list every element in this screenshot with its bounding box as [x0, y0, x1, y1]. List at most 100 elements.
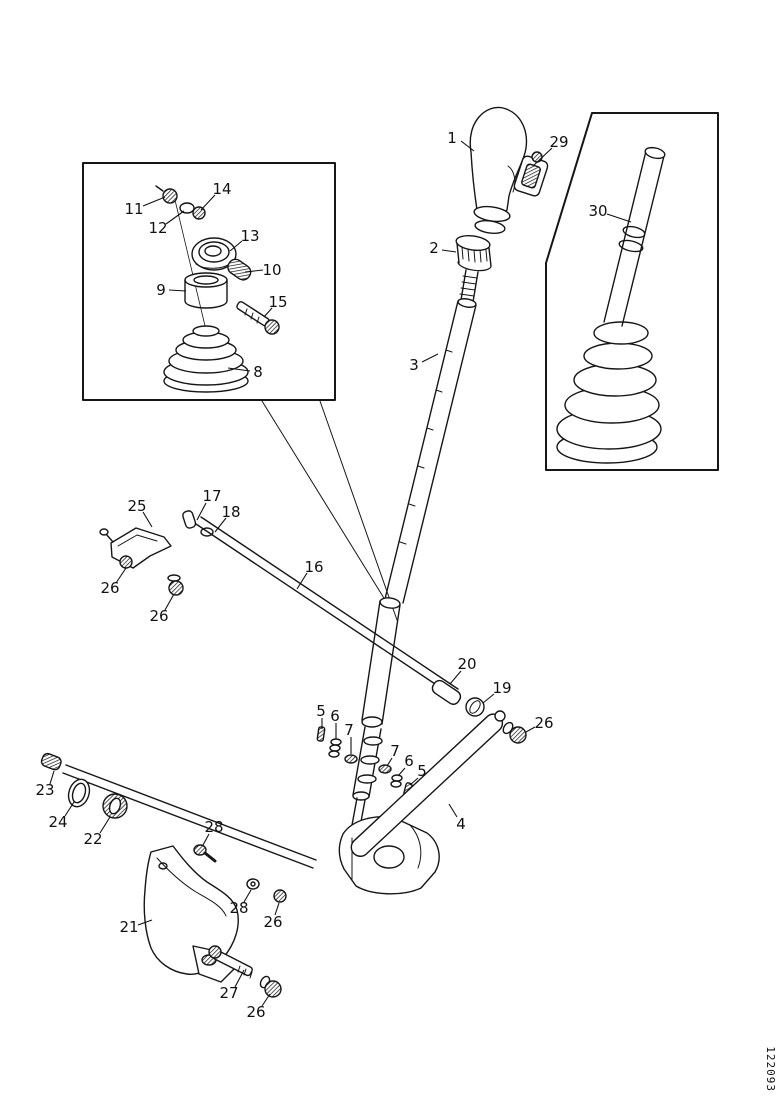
- grommet-22: [102, 793, 128, 819]
- callout-2: 2: [429, 239, 439, 257]
- callout-7: 7: [390, 742, 400, 760]
- clip-24: [67, 778, 91, 808]
- callout-10: 10: [262, 261, 281, 279]
- leader-line: [214, 517, 227, 533]
- leader-line: [202, 833, 210, 846]
- upper-shaft-3: [384, 298, 477, 604]
- callout-26: 26: [263, 913, 282, 931]
- callout-11: 11: [124, 200, 143, 218]
- callout-9: 9: [156, 281, 166, 299]
- leader-line: [441, 249, 457, 253]
- washer-12: [179, 202, 195, 214]
- callout-6: 6: [404, 752, 414, 770]
- bolt-15: [236, 301, 280, 335]
- callout-28: 28: [229, 899, 248, 917]
- callout-3: 3: [409, 356, 419, 374]
- leader-line: [49, 770, 55, 785]
- callout-29: 29: [549, 133, 568, 151]
- callout-22: 22: [83, 830, 102, 848]
- callout-20: 20: [457, 655, 476, 673]
- leader-line: [227, 367, 251, 372]
- callout-21: 21: [119, 918, 138, 936]
- rod-16: [195, 516, 459, 697]
- callout-14: 14: [212, 180, 231, 198]
- leader-line: [263, 307, 273, 318]
- jam-nut-2: [455, 234, 492, 272]
- callout-6: 6: [330, 707, 340, 725]
- washer-7-left: [344, 754, 358, 764]
- cap-10: [227, 258, 252, 281]
- leader-line: [196, 502, 207, 521]
- leader-line: [234, 969, 245, 988]
- leader-line: [449, 670, 462, 685]
- leader-line: [137, 919, 153, 926]
- callout-26: 26: [100, 579, 119, 597]
- leader-line: [525, 726, 536, 733]
- threaded-stud: [459, 269, 479, 303]
- leader-line: [421, 353, 439, 363]
- pin-17: [182, 510, 197, 529]
- nut-26-bolt27: [259, 975, 282, 998]
- leader-line: [200, 194, 216, 211]
- cap-23: [40, 752, 62, 771]
- leader-line: [99, 816, 111, 834]
- callout-19: 19: [492, 679, 511, 697]
- leader-line: [409, 777, 419, 786]
- nut-14: [192, 206, 206, 220]
- pin-5-left: [316, 726, 326, 742]
- leader-line: [168, 289, 187, 292]
- leader-line: [64, 801, 75, 817]
- boot-assembly-30: [556, 146, 666, 464]
- callout-12: 12: [148, 219, 167, 237]
- bushing-9: [184, 272, 228, 309]
- callout-26: 26: [534, 714, 553, 732]
- leader-line: [142, 196, 166, 207]
- callout-30: 30: [588, 202, 607, 220]
- callout-5: 5: [316, 702, 326, 720]
- leader-line: [532, 147, 553, 167]
- washer-7-right: [378, 764, 392, 774]
- bolt-28-rod: [193, 844, 217, 863]
- callout-15: 15: [268, 293, 287, 311]
- shift-rod: [62, 764, 317, 869]
- leader-line: [244, 269, 264, 273]
- spring-6-left: [328, 738, 342, 758]
- leader-line: [274, 902, 280, 916]
- leader-line: [142, 511, 153, 528]
- figure-number: 122093: [764, 1046, 777, 1092]
- leader-line: [460, 140, 475, 152]
- bracket-21: [143, 845, 239, 983]
- support-25: [99, 527, 172, 569]
- leader-line: [165, 210, 185, 225]
- callout-18: 18: [221, 503, 240, 521]
- nut-26-bracket: [273, 889, 287, 903]
- callout-24: 24: [48, 813, 67, 831]
- leader-line: [397, 767, 406, 777]
- callout-5: 5: [417, 762, 427, 780]
- callout-23: 23: [35, 781, 54, 799]
- leader-line: [386, 757, 393, 767]
- leader-line: [448, 803, 458, 818]
- leader-line: [482, 693, 495, 704]
- leader-line: [164, 593, 175, 611]
- leader-line: [296, 572, 308, 590]
- callout-26: 26: [149, 607, 168, 625]
- callout-7: 7: [344, 721, 354, 739]
- nut-26-arm: [502, 721, 527, 744]
- leader-line: [606, 213, 632, 223]
- lower-shaft: [349, 597, 401, 839]
- spring-seat-13: [191, 237, 237, 271]
- leader-line: [261, 993, 271, 1007]
- callout-13: 13: [240, 227, 259, 245]
- callout-16: 16: [304, 558, 323, 576]
- boot-inset-box: [545, 112, 719, 471]
- callout-8: 8: [253, 363, 263, 381]
- boot-8: [163, 325, 249, 393]
- rod-end-20: [431, 679, 462, 705]
- ball-stud-11: [155, 185, 178, 204]
- leader-line: [115, 567, 127, 584]
- callout-17: 17: [202, 487, 221, 505]
